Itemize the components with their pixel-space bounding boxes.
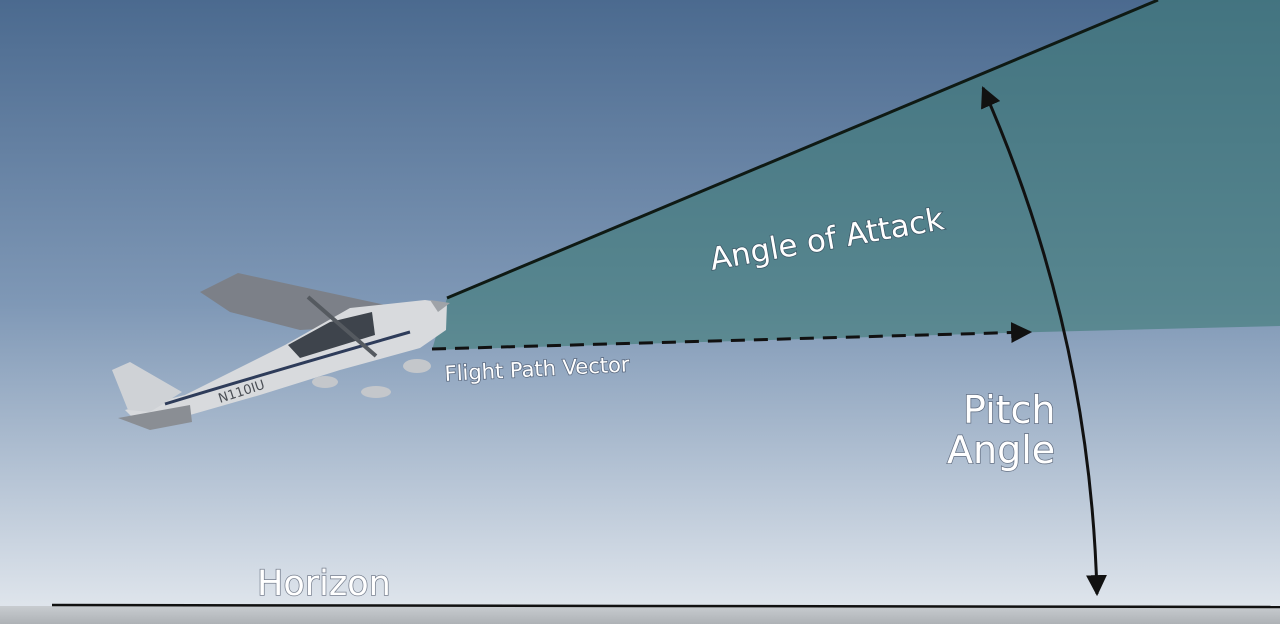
pitch-angle-label-line2: Angle bbox=[947, 428, 1055, 472]
main-gear-wheel bbox=[361, 386, 391, 398]
pitch-angle-arc-arrow bbox=[981, 86, 1107, 597]
pitch-attitude-line bbox=[446, 0, 1159, 300]
cessna-aircraft: N110IU bbox=[112, 273, 450, 430]
ground bbox=[0, 606, 1280, 624]
nose-gear-wheel bbox=[403, 359, 431, 373]
wing-strut bbox=[306, 295, 378, 358]
vertical-tail bbox=[112, 362, 182, 412]
left-gear-wheel bbox=[312, 376, 338, 388]
horizon-label: Horizon bbox=[257, 564, 391, 604]
pitch-angle-label-line1: Pitch bbox=[963, 388, 1056, 432]
flight-path-vector-arrow bbox=[431, 322, 1033, 351]
horizontal-stabilizer bbox=[118, 405, 192, 430]
propeller-spinner bbox=[430, 300, 450, 312]
cockpit-window bbox=[288, 312, 375, 358]
horizon-line bbox=[51, 603, 1280, 609]
fuselage-stripe bbox=[164, 330, 411, 406]
